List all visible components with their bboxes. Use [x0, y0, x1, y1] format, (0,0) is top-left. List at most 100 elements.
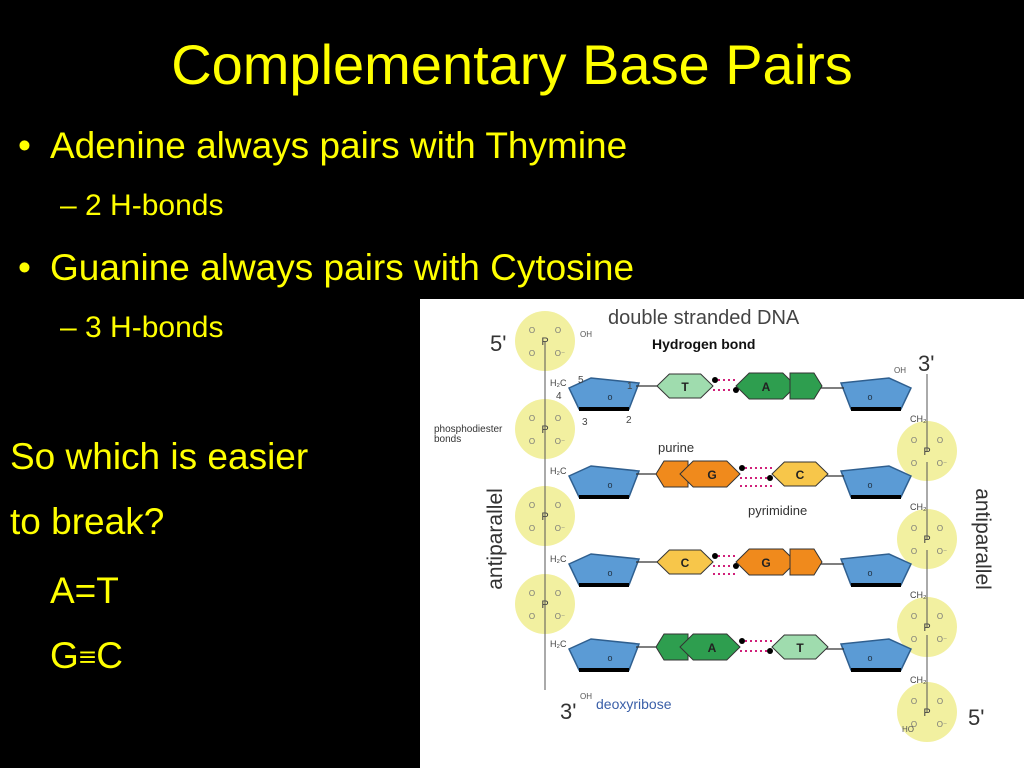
- phosphodiester-label-2: bonds: [434, 434, 461, 445]
- phosphate-o-label: O: [937, 436, 943, 445]
- phosphate-o-label: O: [911, 524, 917, 533]
- bond-atom-dot: [733, 563, 739, 569]
- bullet-guanine: • Guanine always pairs with Cytosine: [18, 246, 634, 290]
- phosphate-o-label: O: [911, 612, 917, 621]
- carbon-number-4: 4: [556, 391, 562, 402]
- phosphate-o-label: O: [911, 459, 917, 468]
- phosphate-o-label: O: [555, 414, 561, 423]
- bullet-text: Guanine always pairs with Cytosine: [50, 247, 635, 288]
- ch2-label: CH₂: [910, 590, 927, 600]
- h2c-label: H₂C: [550, 554, 567, 564]
- carbon-number-3: 3: [582, 417, 588, 428]
- phosphate-o-minus-label: O⁻: [555, 612, 565, 621]
- carbon-number-5: 5: [578, 375, 584, 386]
- pair-gc: G≡C: [50, 634, 123, 678]
- oh-label-top-right: OH: [894, 366, 906, 375]
- phosphate-o-label: O: [555, 589, 561, 598]
- bond-atom-dot: [739, 465, 745, 471]
- base-ring-five-right: [789, 548, 823, 576]
- bond-atom-dot: [712, 553, 718, 559]
- sugar-ring-o: o: [867, 392, 872, 402]
- dash-glyph: –: [60, 311, 77, 344]
- h2c-label: H₂C: [550, 466, 567, 476]
- base-letter-left: G: [707, 468, 716, 482]
- deoxyribose-sugar-right: [839, 638, 913, 671]
- ch2-label: CH₂: [910, 502, 927, 512]
- triple-bond-symbol: ≡: [78, 642, 97, 673]
- sugar-ring-o: o: [607, 392, 612, 402]
- phosphate-o-label: O: [911, 697, 917, 706]
- phosphate-o-minus-label: O⁻: [937, 720, 947, 729]
- sub-bullet-text: 2 H-bonds: [85, 189, 224, 222]
- carbon-number-1: 1: [627, 381, 633, 392]
- dash-glyph: –: [60, 189, 77, 222]
- oh-label-top-left: OH: [580, 330, 592, 339]
- phosphate-p-label: P: [923, 622, 930, 634]
- three-prime-bottom-left: 3': [560, 699, 576, 724]
- phosphate-o-minus-label: O⁻: [937, 547, 947, 556]
- deoxyribose-sugar-left: [567, 638, 641, 671]
- phosphate-o-label: O: [529, 524, 535, 533]
- phosphate-o-label: O: [911, 547, 917, 556]
- base-ring-five-right: [789, 372, 823, 400]
- question-line-1: So which is easier: [10, 436, 309, 477]
- phosphate-o-label: O: [911, 720, 917, 729]
- ch2-label: CH₂: [910, 675, 927, 685]
- phosphate-o-minus-label: O⁻: [937, 459, 947, 468]
- h2c-label: H₂C: [550, 639, 567, 649]
- carbon-number-2: 2: [626, 415, 632, 426]
- bullet-adenine: • Adenine always pairs with Thymine: [18, 124, 627, 168]
- phosphate-o-minus-label: O⁻: [555, 524, 565, 533]
- phosphate-o-label: O: [529, 349, 535, 358]
- base-letter-right: G: [761, 556, 770, 570]
- antiparallel-label-left: antiparallel: [484, 488, 507, 590]
- phosphate-o-minus-label: O⁻: [937, 635, 947, 644]
- bond-atom-dot: [739, 638, 745, 644]
- ho-label-bottom-right: HO: [902, 725, 914, 734]
- phosphate-o-label: O: [911, 436, 917, 445]
- diagram-title: double stranded DNA: [608, 307, 800, 329]
- purine-label: purine: [658, 440, 694, 455]
- phosphate-o-label: O: [529, 501, 535, 510]
- pair-at: A=T: [50, 570, 119, 611]
- sugar-ring-o: o: [607, 480, 612, 490]
- phosphate-o-label: O: [937, 524, 943, 533]
- bond-atom-dot: [767, 475, 773, 481]
- sugar-ring-o: o: [867, 568, 872, 578]
- phosphate-o-label: O: [555, 501, 561, 510]
- sub-bullet-2-hbonds: – 2 H-bonds: [60, 188, 223, 224]
- sugar-ring-o: o: [867, 480, 872, 490]
- phosphate-o-label: O: [529, 612, 535, 621]
- deoxyribose-sugar-right: [839, 465, 913, 498]
- bullet-text: Adenine always pairs with Thymine: [50, 125, 628, 166]
- base-ring-left: [656, 373, 714, 399]
- phosphate-o-label: O: [555, 326, 561, 335]
- question-line-2: to break?: [10, 501, 165, 542]
- three-prime-top-right: 3': [918, 351, 934, 376]
- deoxyribose-sugar-left: [567, 377, 641, 410]
- bullet-glyph: •: [18, 125, 31, 166]
- base-letter-right: C: [796, 468, 805, 482]
- deoxyribose-sugar-right: [839, 377, 913, 410]
- phosphate-o-label: O: [529, 589, 535, 598]
- phosphate-p-label: P: [923, 707, 930, 719]
- sugar-ring-o: o: [607, 653, 612, 663]
- ch2-label: CH₂: [910, 414, 927, 424]
- phosphodiester-label: phosphodiester: [434, 424, 503, 435]
- bond-atom-dot: [733, 387, 739, 393]
- phosphate-o-label: O: [529, 437, 535, 446]
- phosphate-p-label: P: [923, 446, 930, 458]
- base-letter-right: A: [762, 380, 771, 394]
- pair-gc-right: C: [96, 635, 124, 676]
- sub-bullet-text: 3 H-bonds: [85, 311, 224, 344]
- five-prime-bottom-right: 5': [968, 705, 984, 730]
- deoxyribose-label: deoxyribose: [596, 696, 672, 712]
- phosphate-o-minus-label: O⁻: [555, 437, 565, 446]
- phosphate-o-label: O: [911, 635, 917, 644]
- bullet-glyph: •: [18, 247, 31, 288]
- h2c-label: H₂C: [550, 378, 567, 388]
- pair-gc-left: G: [50, 635, 79, 676]
- antiparallel-label-right: antiparallel: [971, 488, 994, 590]
